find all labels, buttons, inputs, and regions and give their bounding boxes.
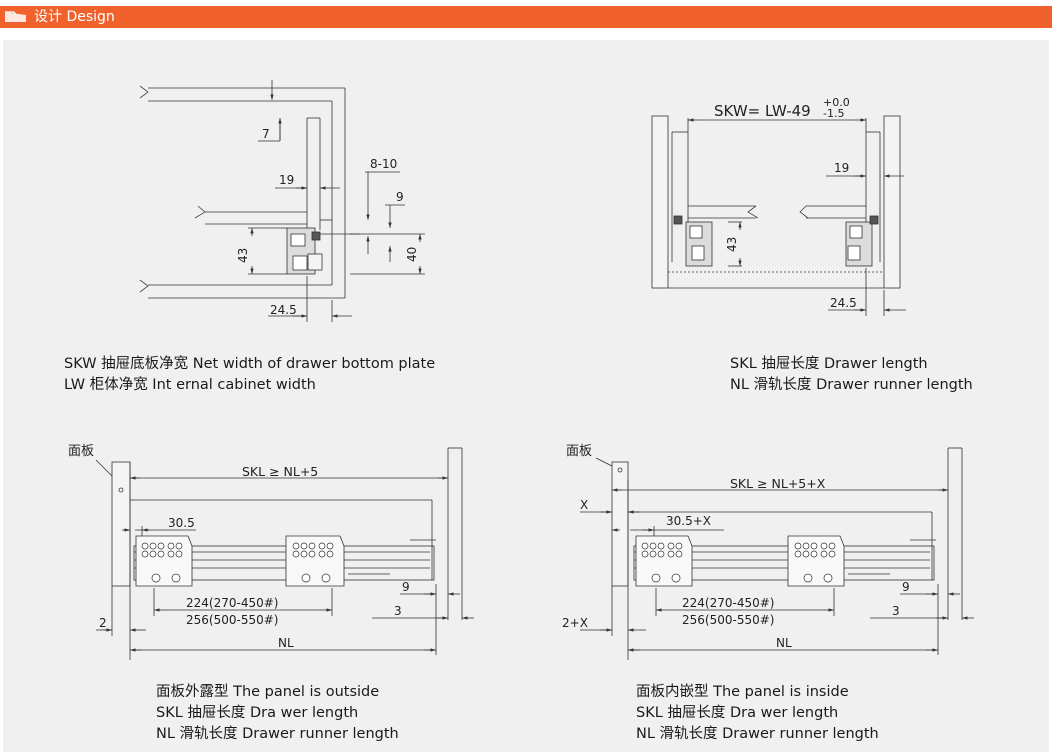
- caption-line: SKW 抽屉底板净宽 Net width of drawer bottom pl…: [64, 356, 436, 372]
- dim-224: 224(270-450#): [682, 596, 774, 610]
- dim-24-5: 24.5: [270, 303, 297, 317]
- dim-224: 224(270-450#): [186, 596, 278, 610]
- dim-9: 9: [902, 580, 910, 594]
- caption-line: NL 滑轨长度 Drawer runner length: [156, 726, 399, 742]
- diagram-4-side-view-inside: [580, 447, 974, 660]
- dim-43: 43: [236, 248, 250, 263]
- dim-skl: SKL ≥ NL+5: [242, 464, 318, 479]
- caption-diagram-3: 面板外露型 The panel is outside SKL 抽屉长度 Dra …: [156, 682, 399, 745]
- section-title: 设计 Design: [34, 9, 115, 25]
- dim-2-x: 2+X: [562, 616, 588, 630]
- dim-30-5-x: 30.5+X: [666, 514, 711, 528]
- tolerance-minus: -1.5: [823, 107, 844, 120]
- dim-40: 40: [405, 247, 419, 262]
- caption-diagram-4: 面板内嵌型 The panel is inside SKL 抽屉长度 Dra w…: [636, 682, 879, 745]
- dim-x: X: [580, 498, 588, 512]
- dim-8-10: 8-10: [370, 157, 397, 171]
- caption-line: NL 滑轨长度 Drawer runner length: [730, 377, 973, 393]
- dim-256: 256(500-550#): [682, 613, 774, 627]
- dim-9: 9: [402, 580, 410, 594]
- skw-formula: SKW= LW-49: [714, 102, 811, 120]
- dim-7: 7: [262, 127, 270, 141]
- panel-label: 面板: [566, 444, 592, 459]
- dim-9: 9: [396, 190, 404, 204]
- dim-2: 2: [99, 616, 107, 630]
- dim-24-5: 24.5: [830, 296, 857, 310]
- tolerance-plus: +0.0: [823, 96, 850, 109]
- caption-line: LW 柜体净宽 Int ernal cabinet width: [64, 377, 316, 393]
- dim-skl: SKL ≥ NL+5+X: [730, 476, 826, 491]
- diagram-3-side-view-outside: [95, 447, 474, 660]
- caption-line: SKL 抽屉长度 Drawer length: [730, 356, 928, 372]
- panel-label: 面板: [68, 444, 94, 459]
- caption-diagram-1: SKW 抽屉底板净宽 Net width of drawer bottom pl…: [64, 354, 435, 396]
- dim-19: 19: [834, 161, 849, 175]
- caption-line: SKL 抽屉长度 Dra wer length: [636, 705, 839, 721]
- caption-line: NL 滑轨长度 Drawer runner length: [636, 726, 879, 742]
- caption-line: 面板内嵌型 The panel is inside: [636, 684, 849, 700]
- dim-43: 43: [725, 237, 739, 252]
- caption-line: 面板外露型 The panel is outside: [156, 684, 380, 700]
- dim-19: 19: [279, 173, 294, 187]
- diagram-2-front-view: [651, 115, 906, 316]
- dim-3: 3: [892, 604, 900, 618]
- section-header: 设计 Design: [0, 6, 1052, 28]
- dim-nl: NL: [278, 636, 294, 650]
- folder-tab-icon: [5, 11, 26, 22]
- caption-diagram-2: SKL 抽屉长度 Drawer length NL 滑轨长度 Drawer ru…: [730, 354, 973, 396]
- caption-line: SKL 抽屉长度 Dra wer length: [156, 705, 359, 721]
- dim-nl: NL: [776, 636, 792, 650]
- diagram-panel: [3, 40, 1049, 752]
- diagram-1-cross-section: [139, 80, 425, 322]
- dim-256: 256(500-550#): [186, 613, 278, 627]
- dim-3: 3: [394, 604, 402, 618]
- dim-30-5: 30.5: [168, 516, 195, 530]
